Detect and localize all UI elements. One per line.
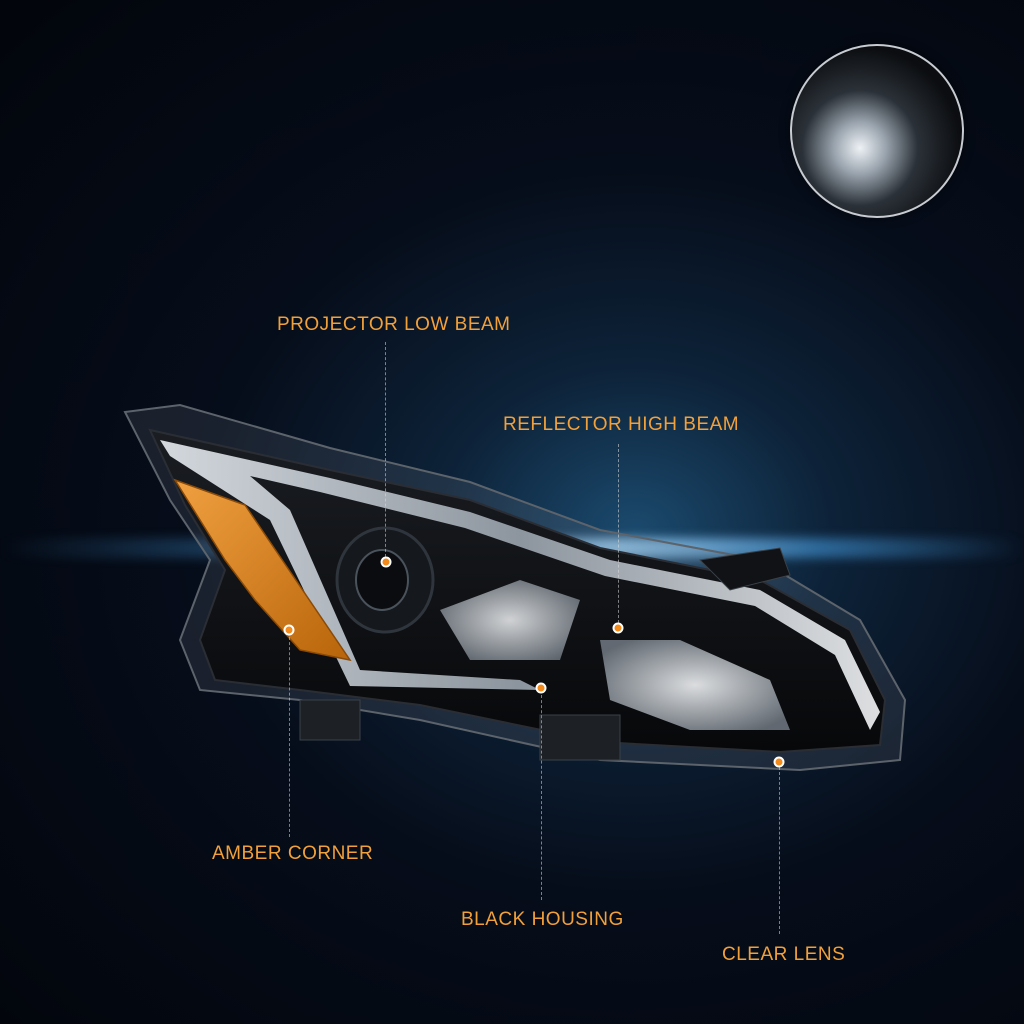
leader-lens (779, 762, 780, 934)
marker-housing (535, 682, 547, 694)
amber-corner-lens (173, 478, 352, 662)
housing-detail (299, 699, 361, 741)
mounting-tab (698, 547, 791, 591)
label-reflector-high-beam: REFLECTOR HIGH BEAM (503, 414, 740, 435)
marker-reflector (612, 622, 624, 634)
marker-lens (773, 756, 785, 768)
leader-housing (541, 690, 542, 900)
label-amber-corner: AMBER CORNER (212, 843, 374, 864)
high-beam-reflector (600, 640, 790, 730)
leader-reflector (618, 444, 619, 628)
label-black-housing: BLACK HOUSING (461, 909, 624, 930)
marker-amber (283, 624, 295, 636)
label-clear-lens: CLEAR LENS (722, 944, 846, 965)
detail-inset-image (790, 44, 964, 218)
projector-reflector (440, 580, 580, 660)
leader-amber (289, 632, 290, 837)
leader-projector (385, 342, 386, 562)
label-projector-low-beam: PROJECTOR LOW BEAM (277, 314, 511, 335)
marker-projector (380, 556, 392, 568)
